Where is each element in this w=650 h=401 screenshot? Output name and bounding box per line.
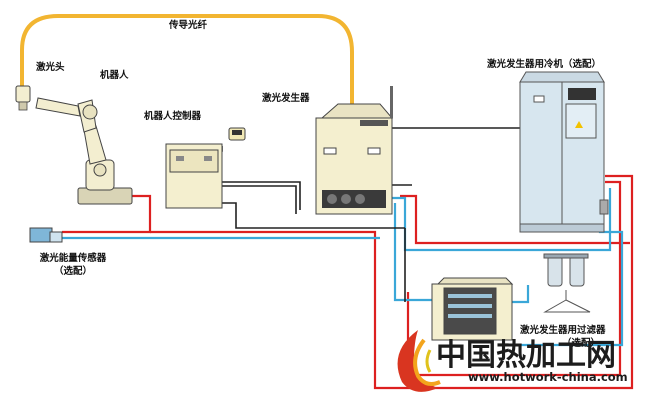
laser-head-icon: [15, 85, 31, 111]
robot-controller-label: 机器人控制器: [144, 110, 202, 122]
filter-optional: （选配）: [562, 337, 600, 349]
teach-pendant-icon: [228, 127, 246, 141]
robot-controller-icon: [165, 143, 223, 209]
filter-unit-icon: [431, 277, 514, 341]
watermark-logo: [397, 330, 441, 392]
chiller-icon: [519, 71, 609, 233]
robot-label: 机器人: [100, 69, 129, 81]
laser-generator-icon: [315, 86, 394, 215]
robot-arm-icon: [35, 97, 133, 205]
chiller-label: 激光发生器用冷机（选配）: [487, 58, 601, 70]
filter-bottles-icon: [543, 253, 591, 313]
laser-head-label: 激光头: [36, 61, 65, 73]
energy-sensor-label: 激光能量传感器: [40, 252, 107, 264]
watermark-url: www.hotwork-china.com: [468, 370, 628, 384]
watermark: 中国热加工网 www.hotwork-china.com: [397, 330, 628, 392]
fiber-optic-cable: [20, 14, 354, 116]
filter-label: 激光发生器用过滤器: [520, 324, 606, 336]
fiber-label: 传导光纤: [168, 19, 208, 31]
laser-generator-label: 激光发生器: [262, 92, 310, 104]
watermark-site-name: 中国热加工网: [436, 338, 616, 373]
energy-sensor-optional: （选配）: [54, 265, 92, 277]
energy-sensor-icon: [29, 227, 63, 243]
